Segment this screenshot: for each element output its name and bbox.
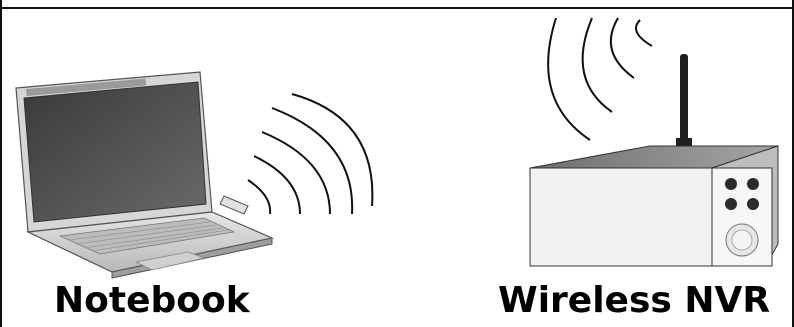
- nvr-wifi-waves-icon: [548, 18, 652, 140]
- laptop-icon: [16, 72, 272, 278]
- wireless-nvr-label: Wireless NVR: [498, 279, 770, 323]
- notebook-label: Notebook: [54, 279, 250, 323]
- wireless-nvr-icon: [530, 54, 778, 266]
- wifi-waves-icon: [248, 94, 372, 214]
- antenna-icon: [676, 54, 692, 146]
